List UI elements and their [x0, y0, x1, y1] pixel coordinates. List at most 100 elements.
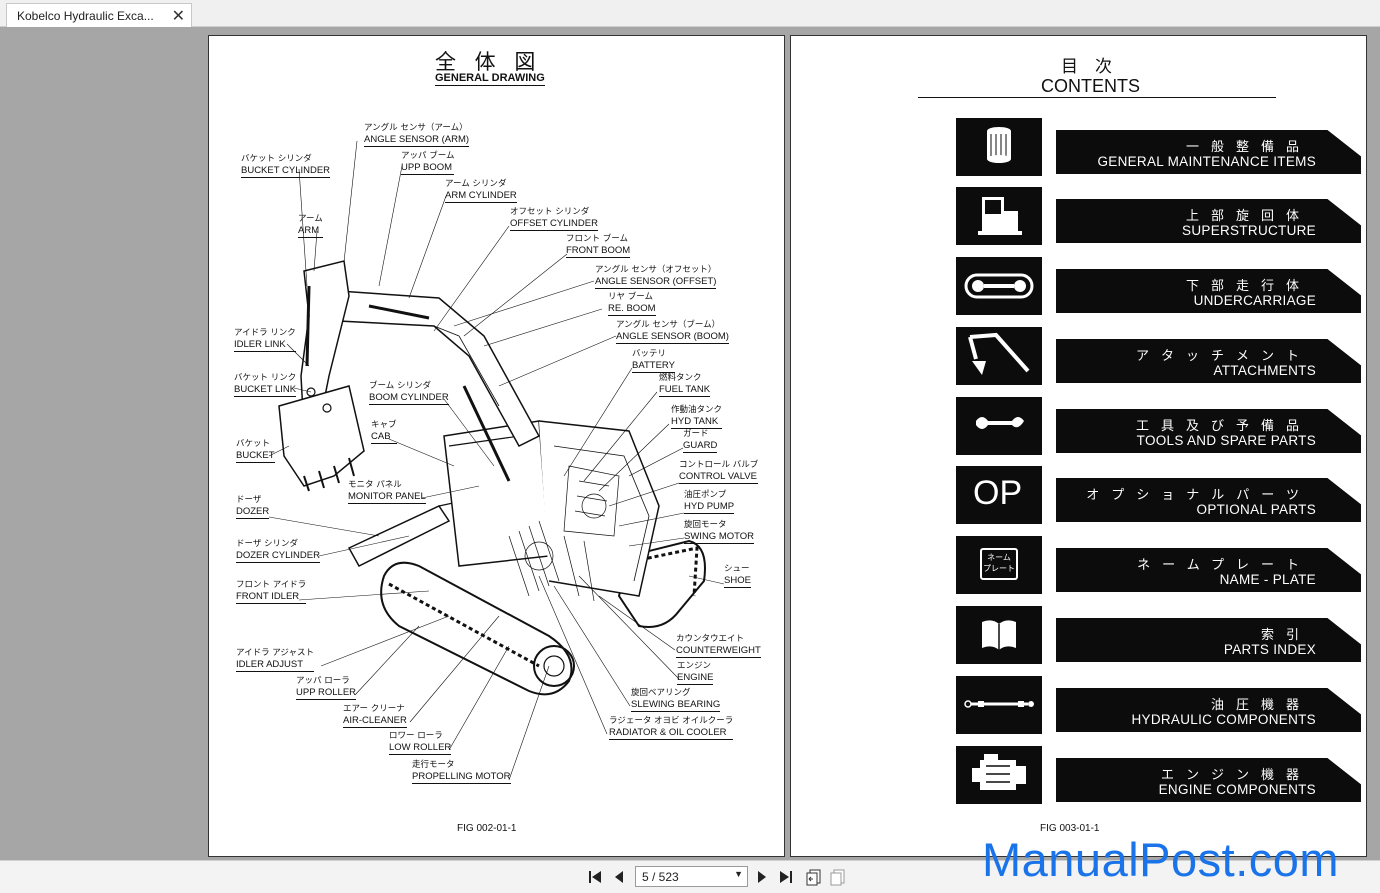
- toc-label-jp: 索引: [1260, 628, 1311, 643]
- toc-label-en: PARTS INDEX: [1223, 642, 1316, 657]
- toc-label-en: GENERAL MAINTENANCE ITEMS: [1097, 154, 1316, 169]
- toc-label-en: HYDRAULIC COMPONENTS: [1131, 712, 1316, 727]
- attachment-icon: [956, 327, 1042, 385]
- toc-label-jp: アタッチメント: [1135, 349, 1311, 364]
- page-number-value: 5 / 523: [642, 870, 679, 884]
- filter-icon: [956, 118, 1042, 176]
- excavator-drawing: [268, 140, 725, 781]
- watermark-text: ManualPost.com: [982, 833, 1340, 886]
- tab-bar: Kobelco Hydraulic Exca... ✕: [0, 0, 1380, 27]
- figure-number: FIG 003-01-1: [1040, 823, 1100, 834]
- toc-undercarriage[interactable]: 下部走行体 UNDERCARRIAGE: [956, 257, 1366, 315]
- toc-label-en: OPTIONAL PARTS: [1196, 502, 1316, 517]
- first-page-button[interactable]: [585, 867, 605, 887]
- nameplate-icon-text: ネーム プレート: [983, 553, 1015, 573]
- previous-page-button[interactable]: [609, 867, 629, 887]
- title-rule: [918, 97, 1276, 98]
- page-number-select[interactable]: 5 / 523 ▼: [635, 866, 748, 887]
- toc-banner: エンジン機器 ENGINE COMPONENTS: [1056, 758, 1361, 802]
- toc-banner: 索引 PARTS INDEX: [1056, 618, 1361, 662]
- nameplate-icon: ネーム プレート: [956, 536, 1042, 594]
- toc-banner: アタッチメント ATTACHMENTS: [1056, 339, 1361, 383]
- toc-banner: オプショナルパーツ OPTIONAL PARTS: [1056, 478, 1361, 522]
- toc-hydraulic-components[interactable]: 油圧機器 HYDRAULIC COMPONENTS: [956, 676, 1366, 734]
- toc-label-jp: 工具及び予備品: [1135, 419, 1311, 434]
- cab-icon: [956, 187, 1042, 245]
- toc-label-en: TOOLS AND SPARE PARTS: [1136, 433, 1316, 448]
- tab-title: Kobelco Hydraulic Exca...: [17, 9, 154, 23]
- track-icon: [956, 257, 1042, 315]
- toc-label-en: SUPERSTRUCTURE: [1182, 223, 1316, 238]
- toc-banner: 上部旋回体 SUPERSTRUCTURE: [1056, 199, 1361, 243]
- op-icon: OP: [956, 466, 1042, 524]
- page-general-drawing: 全 体 図 GENERAL DRAWING: [208, 35, 785, 857]
- next-view-button[interactable]: [828, 867, 848, 887]
- toc-banner: 一般整備品 GENERAL MAINTENANCE ITEMS: [1056, 130, 1361, 174]
- toc-optional-parts[interactable]: OP オプショナルパーツ OPTIONAL PARTS: [956, 466, 1366, 524]
- toc-label-en: ATTACHMENTS: [1213, 363, 1316, 378]
- navigation-toolbar: 5 / 523 ▼: [0, 860, 1380, 893]
- previous-view-icon: [806, 869, 821, 886]
- page-contents: 目 次 CONTENTS 一般整備品 GENERAL MAINTENANCE I…: [790, 35, 1367, 857]
- previous-view-button[interactable]: [804, 867, 824, 887]
- toc-tools-spare-parts[interactable]: 工具及び予備品 TOOLS AND SPARE PARTS: [956, 397, 1366, 455]
- next-page-button[interactable]: [752, 867, 772, 887]
- toc-attachments[interactable]: アタッチメント ATTACHMENTS: [956, 327, 1366, 385]
- close-icon[interactable]: ✕: [171, 6, 185, 25]
- toc-general-maintenance[interactable]: 一般整備品 GENERAL MAINTENANCE ITEMS: [956, 118, 1366, 176]
- last-page-icon: [780, 871, 792, 883]
- next-page-icon: [758, 871, 766, 883]
- toc-parts-index[interactable]: 索引 PARTS INDEX: [956, 606, 1366, 664]
- wrench-icon: [956, 397, 1042, 455]
- toc-name-plate[interactable]: ネーム プレート ネームプレート NAME - PLATE: [956, 536, 1366, 594]
- next-view-icon: [830, 869, 845, 886]
- page-title-jp: 全 体 図: [435, 50, 542, 74]
- toc-banner: ネームプレート NAME - PLATE: [1056, 548, 1361, 592]
- toc-label-en: UNDERCARRIAGE: [1193, 293, 1316, 308]
- page-title-jp: 目 次: [1061, 57, 1112, 77]
- toc-label-jp: 下部走行体: [1185, 279, 1311, 294]
- toc-banner: 下部走行体 UNDERCARRIAGE: [1056, 269, 1361, 313]
- book-icon: [956, 606, 1042, 664]
- first-page-icon: [589, 871, 601, 883]
- previous-page-icon: [615, 871, 623, 883]
- hose-icon: [956, 676, 1042, 734]
- toc-label-jp: ネームプレート: [1137, 558, 1311, 573]
- toc-engine-components[interactable]: エンジン機器 ENGINE COMPONENTS: [956, 746, 1366, 804]
- toc-label-jp: 油圧機器: [1210, 698, 1311, 713]
- chevron-down-icon: ▼: [734, 869, 743, 879]
- toc-superstructure[interactable]: 上部旋回体 SUPERSTRUCTURE: [956, 187, 1366, 245]
- document-tab[interactable]: Kobelco Hydraulic Exca... ✕: [6, 3, 192, 27]
- toc-label-jp: エンジン機器: [1160, 768, 1311, 783]
- last-page-button[interactable]: [776, 867, 796, 887]
- toc-label-jp: オプショナルパーツ: [1086, 488, 1311, 503]
- page-title-en: GENERAL DRAWING: [435, 72, 545, 86]
- toc-label-jp: 上部旋回体: [1185, 209, 1311, 224]
